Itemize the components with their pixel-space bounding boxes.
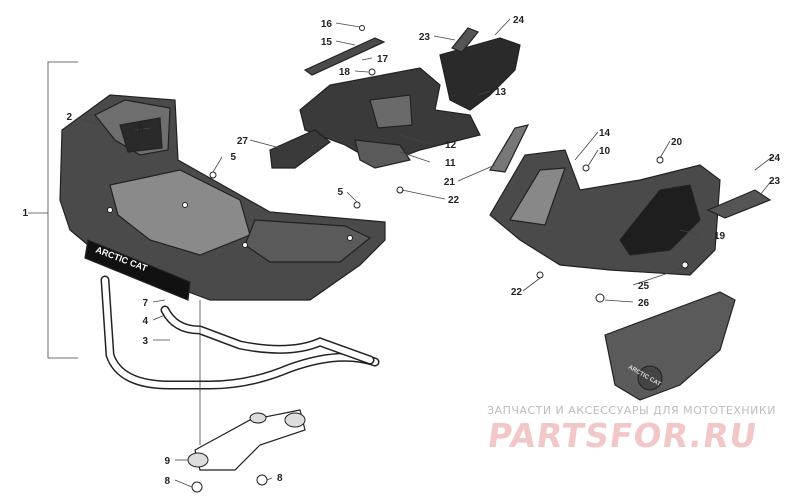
side-fender-19 [489,149,721,276]
callout-26: 26 [638,298,650,309]
callout-5-lower: 5 [337,187,343,198]
callout-25: 25 [638,281,650,292]
callout-8-right: 8 [277,473,283,484]
fastener-22b [536,271,544,279]
callout-17: 17 [377,54,389,65]
callout-5-upper: 5 [230,152,236,163]
lower-cover-26: ARCTIC CAT [604,291,736,401]
callout-18: 18 [339,67,351,78]
callout-1: 1 [22,208,28,219]
leader-lines [76,18,773,488]
grille-23-top [451,27,479,53]
callout-2: 2 [66,112,72,123]
screw-8-right [256,474,268,486]
grille-23-right [706,189,772,219]
watermark-logo: PARTSFOR.RU [485,416,761,455]
callout-7: 7 [142,298,148,309]
fastener-5b [353,201,361,209]
callout-24-right: 24 [769,153,781,164]
callout-11: 11 [445,158,456,169]
callout-15: 15 [321,37,333,48]
callout-12: 12 [445,140,457,151]
callout-9: 9 [164,456,170,467]
vent-21 [489,124,530,173]
front-bumper [100,275,380,390]
callout-14: 14 [599,128,611,139]
callout-24-top: 24 [513,15,525,26]
callout-22-upper: 22 [448,195,460,206]
callout-19: 19 [714,231,726,242]
callout-22-lower: 22 [511,287,523,298]
trim-strip-15 [303,37,386,76]
bumper-mount-bracket [187,300,306,471]
callout-20: 20 [671,137,683,148]
callout-labels: 1 2 3 4 5 5 6 7 8 8 9 10 11 12 13 14 15 … [22,15,780,487]
fastener-25a [681,261,689,269]
callout-3: 3 [142,336,148,347]
callout-16: 16 [321,19,333,30]
fastener-16 [359,25,365,31]
callout-4: 4 [142,316,148,327]
callout-13: 13 [495,87,507,98]
callout-6: 6 [138,123,144,134]
rack-decal [119,117,163,153]
screw-8-left [191,481,203,493]
hood-dash [299,67,481,169]
side-panel-13 [439,37,521,111]
watermark-tagline: ЗАПЧАСТИ И АКСЕССУАРЫ ДЛЯ МОТОТЕХНИКИ [487,404,776,417]
callout-23-top: 23 [419,32,431,43]
callout-8-left: 8 [164,476,170,487]
fastener-18 [368,68,376,76]
fastener-10 [582,164,590,172]
fastener-25b [595,293,605,303]
fastener-5a [209,171,217,179]
side-cover-27 [269,129,331,169]
callout-27: 27 [237,136,249,147]
assembly-bracket [28,61,78,359]
callout-10: 10 [599,146,611,157]
fastener-20 [656,156,664,164]
callout-23-right: 23 [769,176,781,187]
callout-21: 21 [444,177,456,188]
